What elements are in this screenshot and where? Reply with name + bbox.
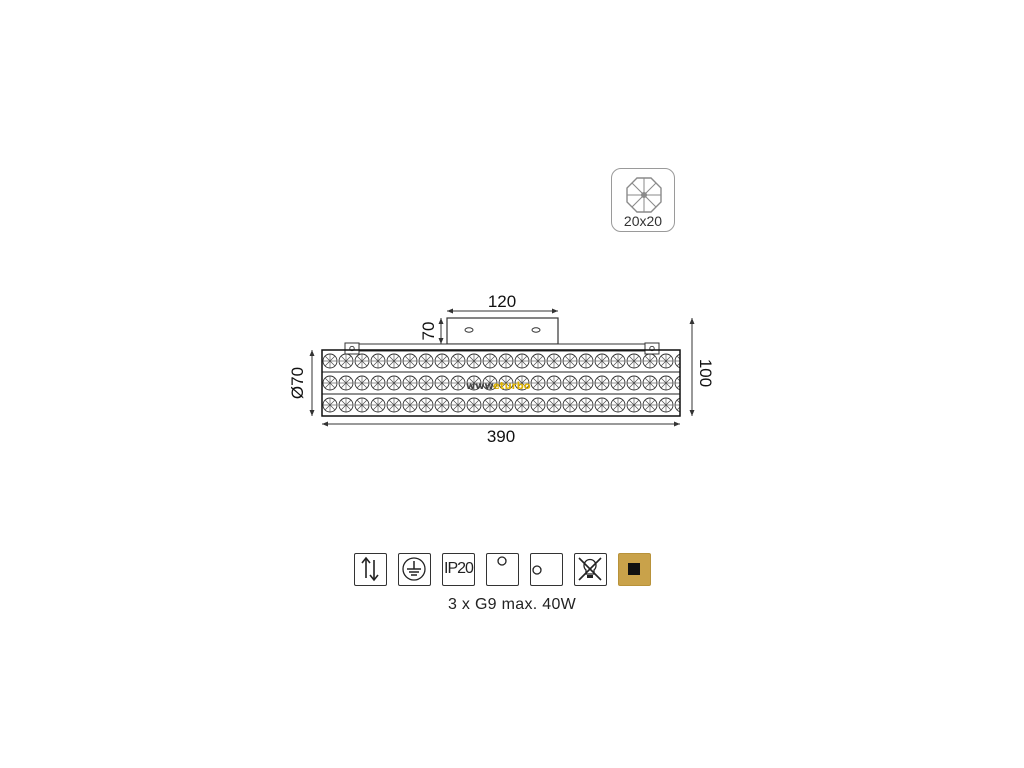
dimension-mount-height-label: 70	[419, 322, 438, 341]
dimension-mount-height: 70	[419, 318, 444, 344]
dimension-top-width-label: 120	[488, 292, 516, 311]
ip-rating-icon: IP20	[442, 553, 475, 586]
dimension-diameter-label: Ø70	[288, 367, 307, 399]
earth-ground-icon	[398, 553, 431, 586]
crystal-size-badge: 20x20	[611, 168, 675, 232]
dimension-total-length: 390	[322, 421, 680, 446]
height-adjustable-icon	[354, 553, 387, 586]
crystal-size-label: 20x20	[623, 213, 663, 229]
dimension-total-height: 100	[689, 318, 715, 416]
not-dimmable-icon	[574, 553, 607, 586]
crystal-body	[321, 349, 681, 417]
octagon-crystal-icon	[626, 177, 662, 213]
dimension-diameter: Ø70	[288, 350, 315, 416]
dimension-top-width: 120	[447, 292, 558, 314]
dimension-total-length-label: 390	[487, 427, 515, 446]
watermark-text: eturbo	[493, 381, 531, 392]
ceiling-mount-icon	[486, 553, 519, 586]
gold-finish-swatch	[618, 553, 651, 586]
wall-mount-icon	[530, 553, 563, 586]
watermark-prefix: www.	[466, 381, 497, 392]
lamp-spec: 3 x G9 max. 40W	[447, 596, 577, 613]
mounting-plate	[446, 317, 559, 345]
dimension-total-height-label: 100	[696, 359, 715, 387]
ip-rating-label: IP20	[444, 560, 474, 577]
